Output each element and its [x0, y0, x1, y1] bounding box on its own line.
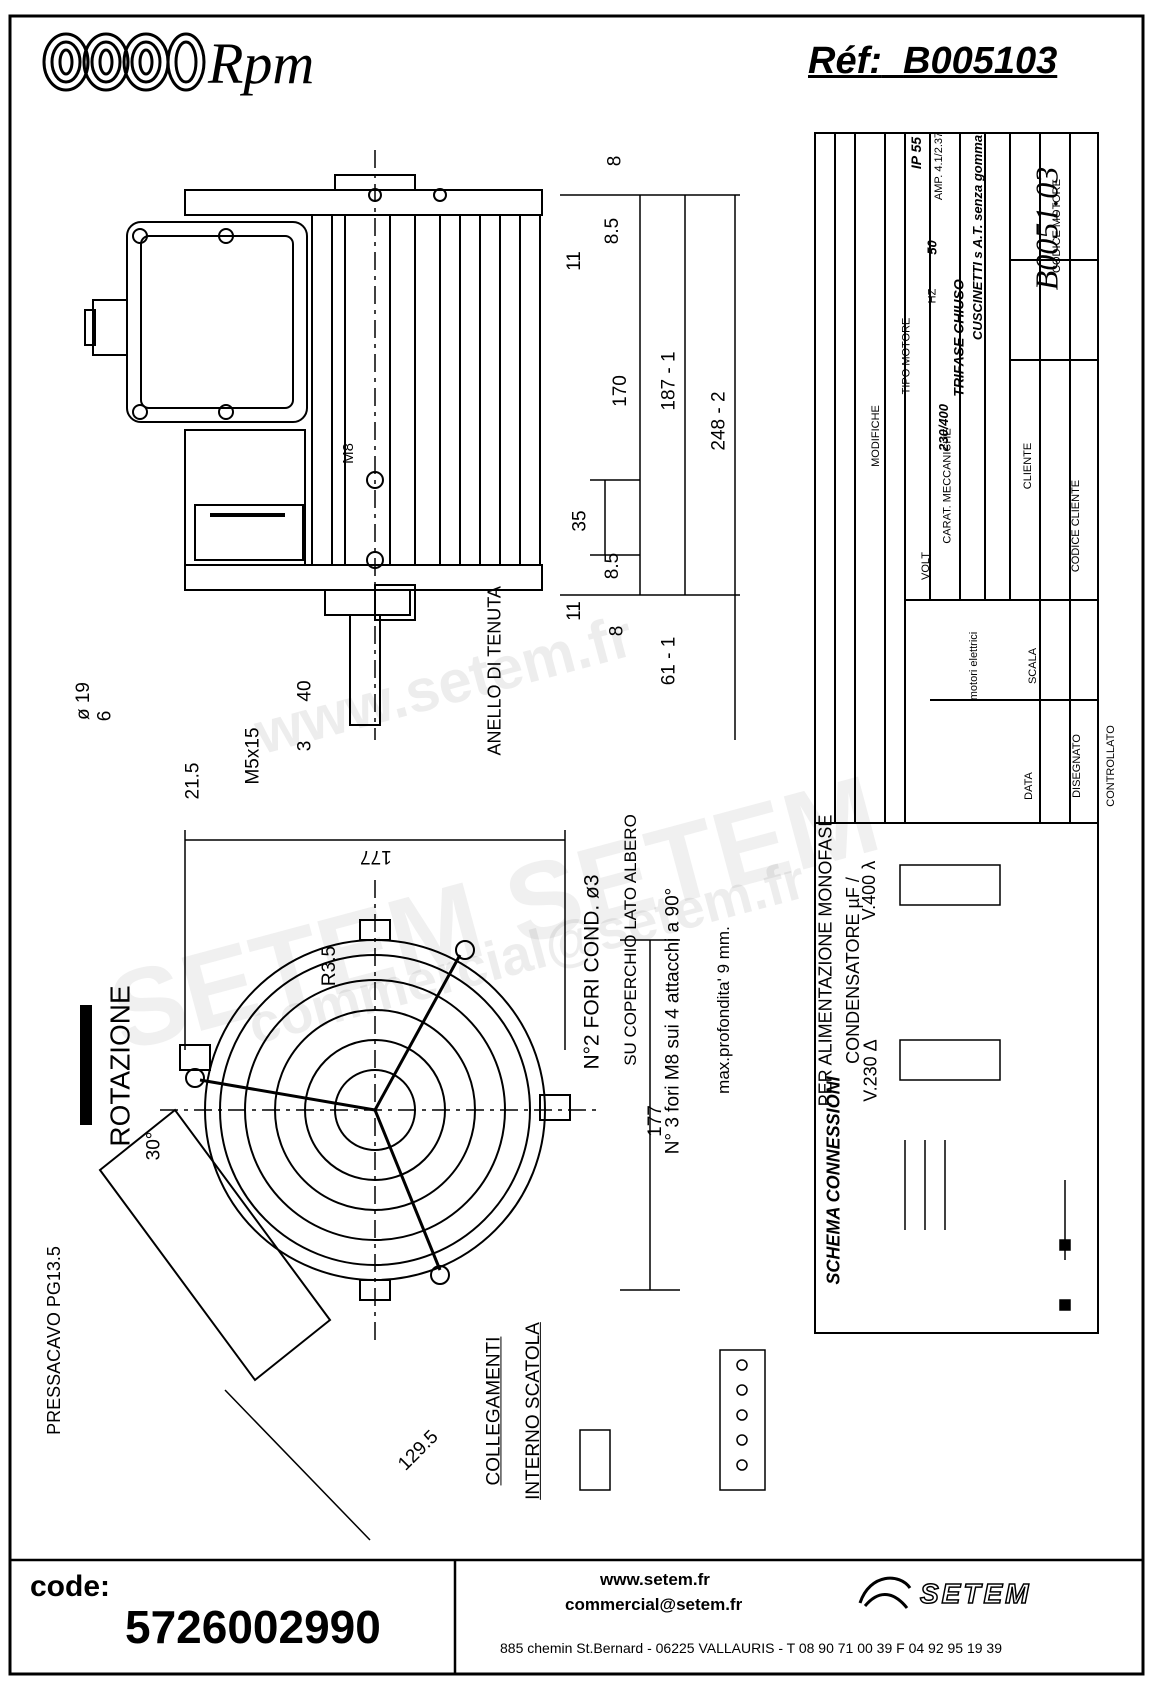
setem-swoosh-icon — [858, 1576, 912, 1609]
dim-3: 3 — [294, 740, 316, 752]
dim-bottom-8-5: 8.5 — [602, 552, 624, 580]
ip-rating: IP 55 — [908, 136, 925, 170]
dim-bottom-11: 11 — [563, 601, 585, 621]
terminal-box-label: INTERNO SCATOLA — [522, 1322, 544, 1500]
hz-label: HZ — [926, 288, 939, 304]
mechanical-value: CUSCINETTI s A.T. senza gomma — [970, 134, 986, 341]
dim-61: 61 - 1 — [658, 636, 680, 686]
motor-type: TRIFASE CHIUSO — [950, 279, 967, 397]
amp-value: AMP. 4.1/2.37 — [933, 131, 946, 201]
dim-40: 40 — [294, 680, 316, 702]
ref-label: Réf: — [808, 40, 882, 82]
cable-gland-label: PRESSACAVO PG13.5 — [43, 1246, 64, 1435]
date-label: DATA — [1022, 772, 1035, 800]
volt-value: 230/400 — [936, 404, 951, 451]
single-phase-label: PER ALIMENTAZIONE MONOFASE — [815, 814, 836, 1107]
checked-by-label: CONTROLLATO — [1104, 725, 1117, 807]
dim-bottom-8: 8 — [606, 625, 628, 637]
dim-6: 6 — [94, 710, 116, 722]
brand-name: Rpm — [208, 31, 315, 96]
dimension-lines — [560, 194, 740, 740]
address: 885 chemin St.Bernard - 06225 VALLAURIS … — [500, 1640, 1002, 1656]
motor-side-view — [84, 174, 543, 726]
rpm-logo-icon — [42, 32, 206, 92]
wiring-diagram — [899, 864, 1071, 1311]
customer-code-label: CODICE CLIENTE — [1070, 479, 1083, 573]
schema-box — [814, 822, 1099, 1334]
brand-subtitle: motori elettrici — [968, 631, 981, 701]
hz-value: 50 — [924, 240, 940, 255]
dim-r3-5: R3.5 — [319, 945, 341, 987]
schema-title: SCHEMA CONNESSIONI — [823, 1076, 844, 1285]
dim-35: 35 — [569, 510, 591, 532]
seal-ring-label: ANELLO DI TENUTA — [484, 586, 505, 756]
volt-label: VOLT — [919, 552, 932, 580]
dim-177-height: 177 — [644, 1105, 666, 1137]
setem-logo: SETEM — [919, 1577, 1032, 1610]
max-depth-label: max.profondita' 9 mm. — [713, 926, 733, 1094]
dim-top-11: 11 — [563, 251, 585, 271]
dim-angle-30: 30° — [143, 1131, 165, 1161]
dim-shaft-diameter: ø 19 — [73, 681, 95, 721]
motor-type-label: TIPO MOTORE — [900, 317, 913, 395]
dim-m5x15: M5x15 — [242, 727, 264, 785]
sheet-border — [8, 14, 1145, 1676]
reference-number: Réf: B005103 — [808, 40, 1057, 83]
dim-m8: M8 — [339, 443, 357, 464]
dim-177-width: 177 — [360, 846, 392, 867]
ref-code: B005103 — [903, 40, 1058, 82]
motor-code: B0051.03 — [1028, 166, 1065, 291]
connections-label: COLLEGAMENTI — [483, 1336, 505, 1486]
rotation-label: ROTAZIONE — [104, 985, 136, 1147]
dim-248: 248 - 2 — [708, 391, 730, 451]
modifications-label: MODIFICHE — [869, 405, 882, 467]
dim-170: 170 — [609, 375, 631, 407]
terminal-block-icon — [579, 1349, 766, 1491]
cover-label: SU COPERCHIO LATO ALBERO — [620, 814, 640, 1066]
rotation-bar — [80, 1005, 92, 1125]
v400-label: V.400 λ — [859, 860, 880, 921]
holes-label: N°2 FORI COND. ø3 — [580, 874, 604, 1070]
scale-label: SCALA — [1027, 647, 1040, 685]
dim-187: 187 - 1 — [658, 351, 680, 411]
dim-21-5: 21.5 — [182, 762, 204, 800]
email-link[interactable]: commercial@setem.fr — [565, 1595, 743, 1614]
code-value: 5726002990 — [125, 1601, 381, 1653]
dim-top-8-5: 8.5 — [602, 217, 624, 245]
website-link[interactable]: www.setem.fr — [600, 1570, 710, 1589]
code-label: code: — [30, 1570, 111, 1603]
customer-label: CLIENTE — [1022, 442, 1035, 490]
drawn-by-label: DISEGNATO — [1070, 734, 1083, 798]
v230-label: V.230 Δ — [860, 1039, 881, 1102]
dim-top-8: 8 — [604, 155, 626, 167]
